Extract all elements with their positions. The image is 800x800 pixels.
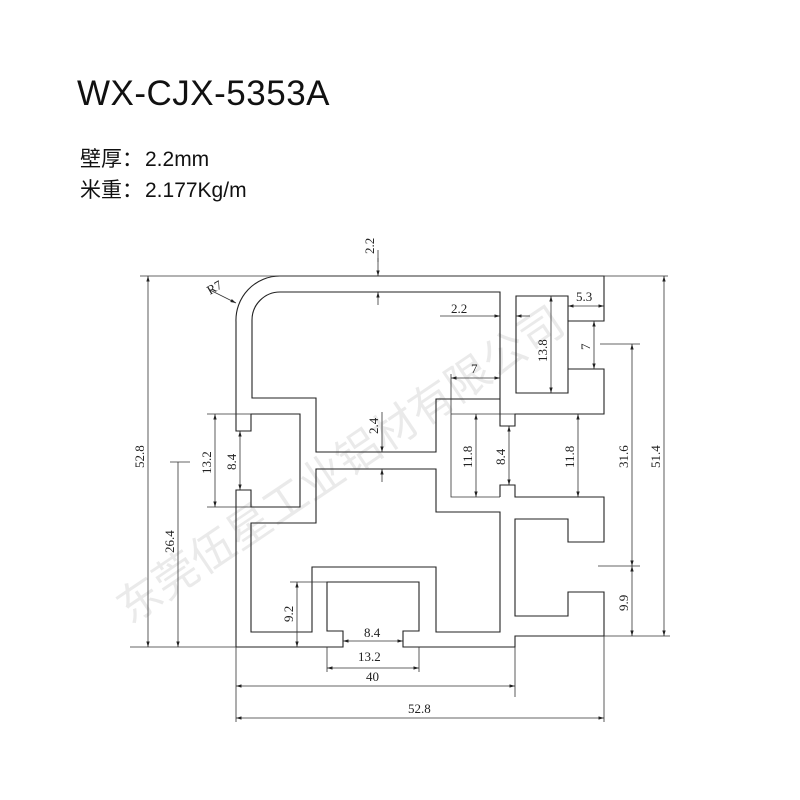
dim-right-height: 51.4 bbox=[648, 445, 663, 468]
dim-web: 2.4 bbox=[366, 417, 381, 434]
dim-mid-height-right: 11.8 bbox=[562, 446, 577, 468]
dim-top-wall: 2.2 bbox=[362, 238, 377, 254]
extension-lines bbox=[130, 250, 670, 722]
dim-slot-opening-top: 5.3 bbox=[576, 289, 592, 304]
profile-top-right-slot bbox=[515, 295, 569, 394]
dim-total-width: 52.8 bbox=[408, 701, 431, 716]
weight-value: 2.177Kg/m bbox=[145, 179, 247, 202]
model-title: WX-CJX-5353A bbox=[77, 74, 331, 113]
dim-center-offset: 7 bbox=[471, 361, 478, 376]
dim-bottom-slot-gap: 8.4 bbox=[364, 625, 381, 640]
dim-left-slot-gap: 8.4 bbox=[224, 453, 239, 470]
dim-total-height: 52.8 bbox=[132, 445, 147, 468]
dim-radius: R7 bbox=[204, 277, 225, 298]
profile-lower-cavity bbox=[250, 468, 501, 633]
dim-mid-height-left: 11.8 bbox=[460, 446, 475, 468]
weight-label: 米重： bbox=[80, 179, 143, 202]
dim-right-bottom: 9.9 bbox=[616, 595, 631, 611]
dim-slot-gap-top: 7 bbox=[578, 343, 593, 350]
dim-bottom-slot-outer: 13.2 bbox=[358, 649, 381, 664]
dim-inner-wall: 2.2 bbox=[451, 301, 467, 316]
dim-left-slot-outer: 13.2 bbox=[199, 451, 214, 474]
dim-mid-slot-gap: 8.4 bbox=[493, 448, 508, 465]
dim-half-height: 26.4 bbox=[162, 530, 177, 553]
profile-outer-contour bbox=[235, 275, 605, 647]
dim-bottom-width: 40 bbox=[366, 669, 379, 684]
dim-right-span: 31.6 bbox=[616, 445, 631, 468]
dim-bottom-slot-depth: 9.2 bbox=[281, 606, 296, 622]
wall-thickness: 壁厚：2.2mm bbox=[80, 143, 209, 173]
dim-slot-depth-top: 13.8 bbox=[535, 339, 550, 362]
weight-per-meter: 米重：2.177Kg/m bbox=[80, 174, 247, 204]
dimension-arrows bbox=[146, 258, 666, 720]
wall-thickness-value: 2.2mm bbox=[145, 148, 210, 171]
wall-thickness-label: 壁厚： bbox=[80, 148, 143, 171]
